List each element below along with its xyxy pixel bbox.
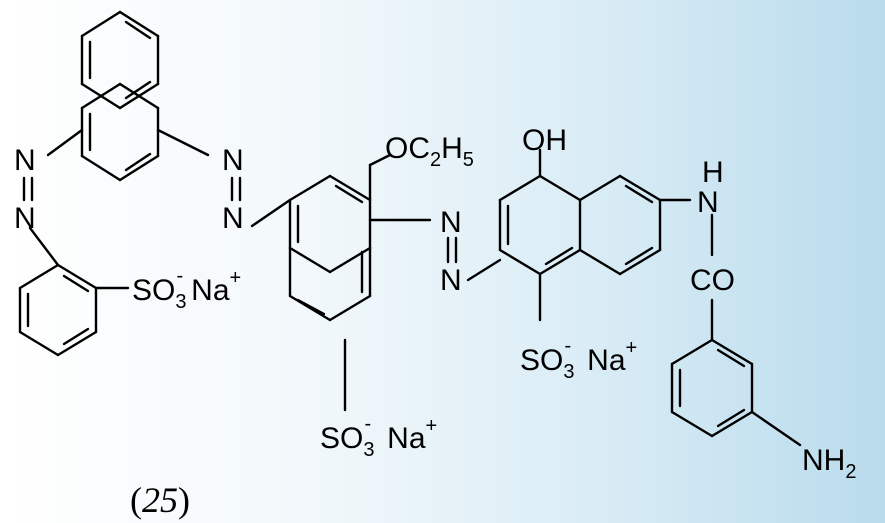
azo-n-6: N (440, 264, 462, 297)
hydroxy-label: OH (522, 124, 567, 157)
azo-n-4: N (222, 202, 244, 235)
sulfonate-3-label: SO3-Na+ (520, 335, 637, 383)
carbonyl-label: CO (690, 264, 735, 297)
bond-lines (18, 10, 802, 447)
sulfonate-1-label: SO3-Na+ (132, 265, 241, 313)
amide-h-label: H (702, 156, 724, 189)
azo-n-1: N (14, 144, 36, 177)
azo-n-5: N (440, 206, 462, 239)
azo-n-2: N (14, 202, 36, 235)
amine-label: NH2 (802, 444, 856, 483)
amide-n-label: N (697, 186, 719, 219)
compound-number: (25) (130, 480, 190, 520)
ethoxy-label: OC2H5 (385, 132, 474, 171)
azo-n-3: N (222, 144, 244, 177)
sulfonate-2-label: SO3-Na+ (320, 413, 437, 461)
